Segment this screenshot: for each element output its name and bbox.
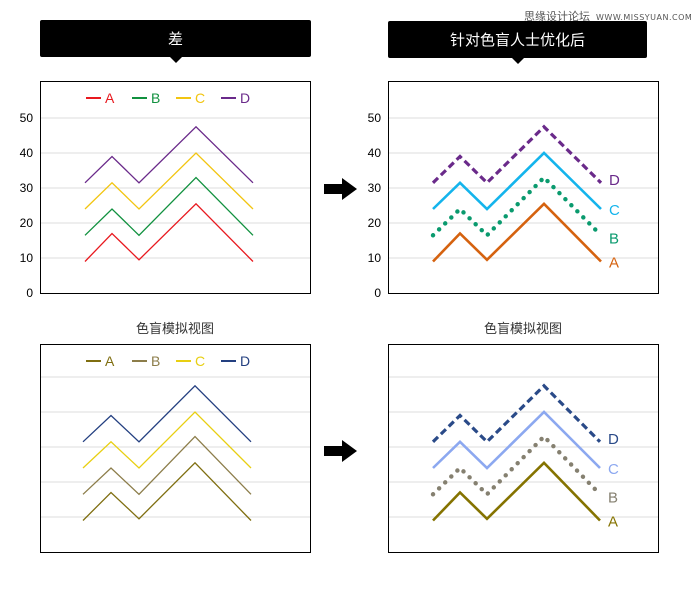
chart-before: 0 10 20 30 40 50 A B C D <box>20 81 311 300</box>
series-line-a <box>84 202 254 262</box>
series-label-c: C <box>608 461 619 478</box>
series-line-a <box>82 461 252 521</box>
y-tick-label: 20 <box>368 216 382 230</box>
legend-label: D <box>240 353 250 369</box>
series-label-d: D <box>609 172 620 189</box>
plot-area <box>40 344 311 553</box>
legend-item-c: C <box>176 90 205 106</box>
series-line-a <box>432 201 602 263</box>
right-arrow-icon <box>324 178 357 200</box>
series-label-b: B <box>608 489 618 506</box>
series-line-b <box>82 435 252 496</box>
series-label-d: D <box>608 431 619 448</box>
banner-after: 针对色盲人士优化后 <box>388 21 647 64</box>
subtitle-bottom-left: 色盲模拟视图 <box>135 322 214 337</box>
legend-item-d: D <box>221 90 250 106</box>
legend-item-a: A <box>86 353 115 369</box>
banner-after-label: 针对色盲人士优化后 <box>449 31 585 49</box>
chart-before-colorblind-sim: A B C D <box>40 344 311 553</box>
legend-item-b: B <box>132 353 160 369</box>
legend-item-d: D <box>221 353 250 369</box>
series-line-c <box>82 411 252 469</box>
y-tick-label: 40 <box>20 146 34 160</box>
legend-label: D <box>240 90 250 106</box>
series-line-c <box>432 151 602 211</box>
series-label-b: B <box>609 230 619 247</box>
legend-label: A <box>105 90 115 106</box>
legend-label: A <box>105 353 115 369</box>
y-tick-label: 0 <box>374 286 381 300</box>
series-line-b <box>430 433 603 498</box>
legend-item-c: C <box>176 353 205 369</box>
watermark-site: 思缘设计论坛 <box>524 10 590 23</box>
series-line-d <box>82 384 252 443</box>
series-line-d <box>431 383 602 445</box>
right-arrow-icon <box>324 440 357 462</box>
y-tick-label: 10 <box>20 251 34 265</box>
y-tick-label: 40 <box>368 146 382 160</box>
watermark-url: WWW.MISSYUAN.COM <box>596 13 693 22</box>
legend-label: B <box>151 90 160 106</box>
y-tick-label: 20 <box>20 216 34 230</box>
series-label-a: A <box>608 514 618 531</box>
legend-item-a: A <box>86 90 115 106</box>
legend-label: C <box>195 353 205 369</box>
subtitle-bottom-right: 色盲模拟视图 <box>483 322 562 337</box>
legend-label: C <box>195 90 205 106</box>
y-tick-label: 50 <box>20 111 34 125</box>
y-tick-label: 50 <box>368 111 382 125</box>
plot-area <box>388 344 659 553</box>
y-tick-label: 10 <box>368 251 382 265</box>
series-line-d <box>431 124 603 186</box>
watermark: 思缘设计论坛 WWW.MISSYUAN.COM <box>524 8 692 24</box>
y-tick-label: 30 <box>368 181 382 195</box>
series-line-b <box>430 174 604 239</box>
legend-label: B <box>151 353 160 369</box>
series-line-a <box>432 460 601 522</box>
series-line-b <box>84 176 254 237</box>
legend-item-b: B <box>132 90 160 106</box>
series-line-d <box>84 125 254 184</box>
y-tick-label: 0 <box>26 286 33 300</box>
series-line-c <box>432 410 601 470</box>
banner-before: 差 <box>40 20 311 63</box>
series-line-c <box>84 152 254 210</box>
series-label-a: A <box>609 255 619 272</box>
banner-before-label: 差 <box>167 30 183 48</box>
y-tick-label: 30 <box>20 181 34 195</box>
series-label-c: C <box>609 202 620 219</box>
